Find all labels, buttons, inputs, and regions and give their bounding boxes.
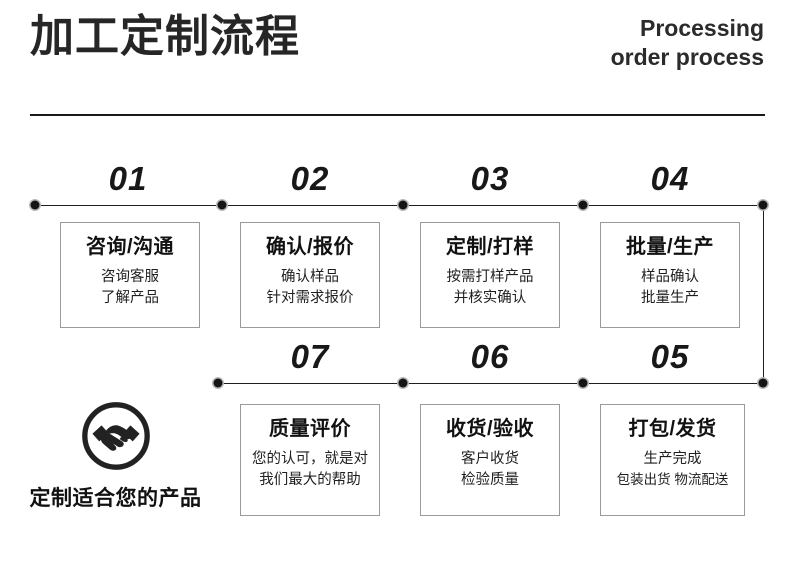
step-number-07: 07 <box>290 338 330 375</box>
timeline-dot <box>758 200 768 210</box>
step-card-subtitle-line2: 批量生产 <box>641 290 699 307</box>
step-number-01: 01 <box>108 160 148 197</box>
step-number-06: 06 <box>470 338 510 375</box>
step-card-subtitle: 生产完成 包装出货 物流配送 <box>601 449 744 490</box>
step-card-subtitle-line1: 客户收货 <box>461 451 519 467</box>
step-card-title: 咨询/沟通 <box>85 236 175 258</box>
handshake-icon <box>81 402 150 470</box>
brand-caption: 定制适合您的产品 <box>29 487 202 510</box>
timeline-dot <box>30 200 40 210</box>
timeline-line-row2 <box>218 383 763 384</box>
page-title-english-line2: order process <box>610 43 764 70</box>
header-divider <box>30 114 765 116</box>
step-card-02[interactable]: 确认/报价 确认样品 针对需求报价 <box>240 222 380 328</box>
timeline-connector-vertical <box>763 205 764 384</box>
step-card-subtitle-line1: 生产完成 <box>643 451 702 467</box>
timeline-dot <box>398 200 408 210</box>
step-number-05: 05 <box>650 338 690 375</box>
step-card-subtitle-line2: 针对需求报价 <box>266 290 354 307</box>
brand-block: 定制适合您的产品 <box>18 398 213 512</box>
step-card-title: 收货/验收 <box>445 418 535 440</box>
timeline-dot <box>398 378 408 388</box>
page-title-english-line1: Processing <box>640 15 764 41</box>
timeline-dot <box>217 200 227 210</box>
step-card-subtitle-line1: 您的认可，就是对 <box>252 451 368 467</box>
step-card-subtitle: 样品确认 批量生产 <box>601 267 739 309</box>
timeline-dot <box>578 200 588 210</box>
step-card-04[interactable]: 批量/生产 样品确认 批量生产 <box>600 222 740 328</box>
step-card-title: 定制/打样 <box>445 236 535 258</box>
timeline-dot <box>213 378 223 388</box>
step-card-05[interactable]: 打包/发货 生产完成 包装出货 物流配送 <box>600 404 745 516</box>
timeline-dot <box>758 378 768 388</box>
page-title-english: Processing order process <box>534 14 764 71</box>
step-card-subtitle: 客户收货 检验质量 <box>421 449 559 491</box>
page-title: 加工定制流程 <box>30 12 300 61</box>
step-card-subtitle-line2: 检验质量 <box>461 472 519 489</box>
step-card-06[interactable]: 收货/验收 客户收货 检验质量 <box>420 404 560 516</box>
step-card-subtitle-line2: 并核实确认 <box>453 290 527 307</box>
step-card-subtitle-line2: 了解产品 <box>101 290 159 307</box>
step-card-subtitle-line1: 按需打样产品 <box>446 269 534 285</box>
step-card-subtitle-line1: 咨询客服 <box>101 269 159 285</box>
step-card-subtitle: 确认样品 针对需求报价 <box>241 267 379 309</box>
step-card-title: 批量/生产 <box>625 236 715 258</box>
step-card-subtitle-line1: 样品确认 <box>641 269 699 285</box>
step-number-04: 04 <box>650 160 690 197</box>
step-card-title: 确认/报价 <box>265 236 355 258</box>
step-card-07[interactable]: 质量评价 您的认可，就是对 我们最大的帮助 <box>240 404 380 516</box>
step-number-02: 02 <box>290 160 330 197</box>
step-card-subtitle: 按需打样产品 并核实确认 <box>421 267 559 309</box>
step-card-title: 质量评价 <box>269 418 351 440</box>
step-card-01[interactable]: 咨询/沟通 咨询客服 了解产品 <box>60 222 200 328</box>
step-card-title: 打包/发货 <box>628 418 717 440</box>
step-card-subtitle-line1: 确认样品 <box>281 269 339 285</box>
step-card-03[interactable]: 定制/打样 按需打样产品 并核实确认 <box>420 222 560 328</box>
step-card-subtitle-line2: 我们最大的帮助 <box>259 472 361 489</box>
step-card-subtitle: 咨询客服 了解产品 <box>61 267 199 309</box>
step-number-03: 03 <box>470 160 510 197</box>
timeline-dot <box>578 378 588 388</box>
step-card-subtitle-line2: 包装出货 物流配送 <box>616 472 729 488</box>
step-card-subtitle: 您的认可，就是对 我们最大的帮助 <box>241 449 379 491</box>
